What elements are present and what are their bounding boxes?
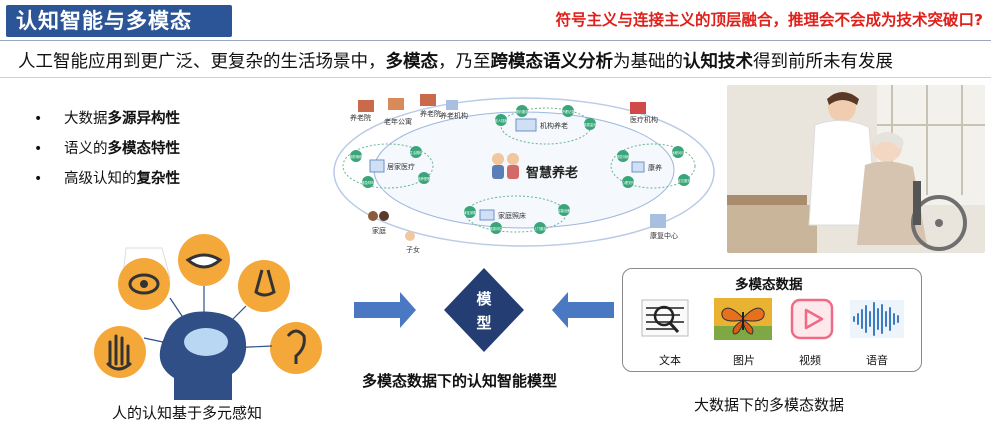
center-elderly-icon — [492, 153, 519, 179]
bullet-item: 大数据多源异构性 — [34, 104, 180, 134]
human-perception-illustration — [82, 228, 332, 400]
video-play-icon — [790, 298, 834, 340]
multimodal-caption: 大数据下的多模态数据 — [694, 396, 845, 414]
eye-icon — [128, 273, 160, 295]
multimodal-data-box — [622, 268, 922, 372]
subtitle-bold-1: 多模态 — [385, 52, 439, 72]
multimodal-title: 多模态数据 — [735, 277, 803, 293]
model-diamond — [444, 268, 524, 352]
svg-text:家庭: 家庭 — [372, 226, 386, 235]
sense-bubble-hand — [94, 326, 146, 378]
svg-text:养老机构: 养老机构 — [440, 111, 468, 120]
modality-label-image: 图片 — [733, 354, 755, 367]
subtitle-text-4: 得到前所未有发展 — [753, 52, 893, 72]
outer-entity-icons: 养老院 老年公寓 养老院 养老机构 医疗机构 家庭 子女 康复中心 — [350, 94, 678, 254]
elderly-care-photo — [727, 85, 985, 253]
header-divider — [0, 40, 991, 41]
service-node-label: 营养配餐 — [418, 176, 432, 181]
bullet-item: 语义的多模态特性 — [34, 134, 180, 164]
arrow-right-icon — [354, 292, 416, 328]
page-title: 认知智能与多模态 — [6, 5, 232, 37]
nose-icon — [254, 269, 276, 297]
service-node-label: 紧急呼叫 — [362, 180, 375, 185]
subtitle-text-1: 人工智能应用到更广泛、更复杂的生活场景中， — [18, 52, 386, 72]
service-node-label: 用药管理 — [350, 154, 364, 159]
svg-text:老年公寓: 老年公寓 — [384, 117, 412, 126]
svg-text:家庭照床: 家庭照床 — [498, 211, 526, 220]
model-label-bottom: 型 — [476, 314, 491, 332]
modality-label-text: 文本 — [659, 354, 681, 367]
service-node-label: 健康监测 — [584, 122, 597, 127]
audio-waveform-icon — [850, 300, 904, 338]
smart-elderly-care-diagram: 机构养老 居家医疗 康养 家庭照床 智慧养老 养老院 老年公寓 养老院 养老机构… — [333, 94, 715, 254]
service-node-label: 心理关怀 — [622, 180, 636, 185]
service-node-label: 老人档案 — [495, 118, 509, 123]
center-label: 智慧养老 — [526, 165, 578, 181]
outer-ring — [333, 97, 715, 247]
subtitle-text-3: 为基础的 — [613, 52, 683, 72]
hand-icon — [106, 334, 132, 371]
butterfly-image-icon — [714, 298, 772, 340]
service-node-label: 康复训练 — [617, 154, 631, 159]
subtitle-bold-3: 认知技术 — [683, 52, 753, 72]
sense-bubble-mouth — [178, 234, 230, 286]
hub-ring — [610, 143, 696, 189]
subtitle-text-2: ，乃至 — [438, 52, 491, 72]
model-flow: 模 型 — [354, 268, 614, 352]
hub-ring — [342, 143, 434, 189]
subtitle-divider — [0, 77, 991, 78]
service-node-label: 智能设备 — [558, 208, 572, 213]
ear-icon — [286, 329, 306, 364]
mouth-icon — [185, 253, 223, 269]
service-nodes — [350, 105, 690, 234]
svg-text:机构养老: 机构养老 — [540, 121, 568, 130]
service-node-label: 健康评估 — [490, 226, 504, 231]
hub-nodes: 机构养老 居家医疗 康养 家庭照床 — [369, 118, 662, 221]
service-node-label: 定位服务 — [678, 178, 692, 183]
svg-text:养老院: 养老院 — [350, 113, 371, 122]
modality-label-audio: 语音 — [866, 354, 888, 367]
service-node-label: 体征采集 — [464, 210, 478, 215]
sense-bubble-nose — [238, 260, 290, 312]
svg-text:居家医疗: 居家医疗 — [387, 162, 415, 171]
service-node-label: 护理记录 — [562, 109, 576, 114]
service-node-label: 上门服务 — [534, 226, 548, 231]
service-node-label: 生活照料 — [410, 150, 424, 155]
service-node-label: 预约服务 — [516, 109, 530, 114]
subtitle-bold-2: 跨模态语义分析 — [490, 52, 614, 72]
model-caption: 多模态数据下的认知智能模型 — [362, 372, 558, 390]
headline-question: 符号主义与连接主义的顶层融合，推理会不会成为技术突破口? — [555, 11, 984, 29]
perception-caption: 人的认知基于多元感知 — [112, 404, 263, 422]
model-label-top: 模 — [476, 290, 492, 308]
subtitle: 人工智能应用到更广泛、更复杂的生活场景中，多模态，乃至跨模态语义分析为基础的认知… — [18, 48, 893, 73]
service-node-label: 远程问诊 — [672, 150, 686, 155]
brain-cloud — [184, 328, 228, 356]
bullet-item: 高级认知的复杂性 — [34, 164, 180, 194]
arrow-left-icon — [552, 292, 614, 328]
svg-text:子女: 子女 — [406, 245, 420, 254]
svg-text:养老院: 养老院 — [420, 109, 441, 118]
svg-text:康养: 康养 — [648, 163, 662, 172]
sense-bubble-eye — [118, 258, 170, 310]
svg-text:医疗机构: 医疗机构 — [630, 115, 658, 124]
svg-text:康复中心: 康复中心 — [650, 231, 678, 240]
modality-label-video: 视频 — [799, 354, 821, 367]
text-document-icon — [641, 299, 689, 337]
sense-bubble-ear — [270, 322, 322, 374]
feature-bullets: 大数据多源异构性 语义的多模态特性 高级认知的复杂性 — [34, 104, 180, 194]
